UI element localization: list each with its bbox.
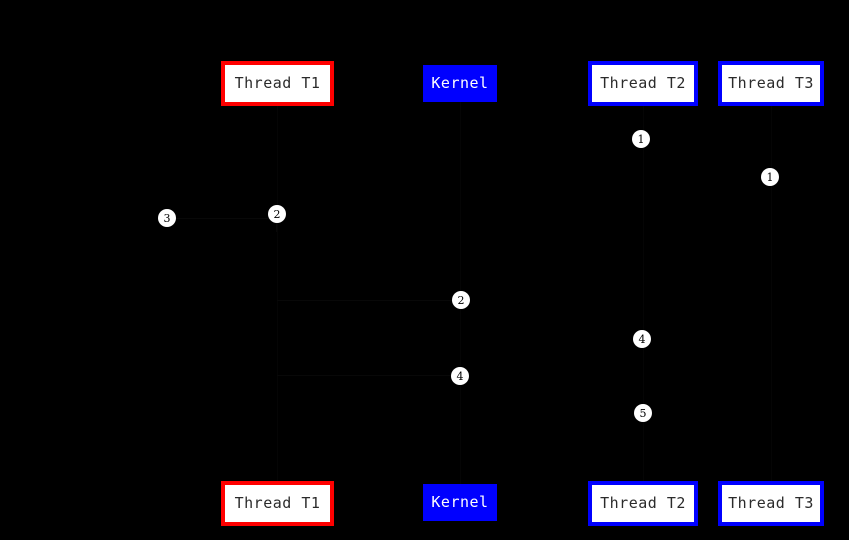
participant-bottom-label-t1b: Thread T1	[234, 494, 321, 512]
lifeline-t1	[277, 106, 278, 481]
step-bubble-s1: 1	[632, 130, 650, 148]
step-bubble-label: 1	[766, 170, 774, 184]
step-bubble-s6: 4	[633, 330, 651, 348]
message-arrow-m5	[277, 300, 460, 301]
step-bubble-s3: 3	[158, 209, 176, 227]
step-bubble-s4: 2	[268, 205, 286, 223]
step-bubble-label: 1	[637, 132, 645, 146]
participant-bottom-t2b[interactable]: Thread T2	[588, 481, 698, 526]
participant-top-label-kernel: Kernel	[431, 74, 489, 92]
step-bubble-label: 2	[457, 293, 465, 307]
step-bubble-label: 4	[638, 332, 646, 346]
step-bubble-label: 2	[273, 207, 281, 221]
participant-top-label-t1: Thread T1	[234, 74, 321, 92]
participant-bottom-label-t3b: Thread T3	[728, 494, 814, 512]
participant-bottom-label-t2b: Thread T2	[600, 494, 686, 512]
message-arrow-m3	[167, 218, 277, 219]
participant-top-t3[interactable]: Thread T3	[718, 61, 824, 106]
step-bubble-s7: 4	[451, 367, 469, 385]
participant-top-t1[interactable]: Thread T1	[221, 61, 334, 106]
participant-top-t2[interactable]: Thread T2	[588, 61, 698, 106]
step-bubble-label: 5	[639, 406, 647, 420]
step-bubble-s2: 1	[761, 168, 779, 186]
lifeline-t3	[771, 106, 772, 481]
step-bubble-label: 3	[163, 211, 171, 225]
participant-top-label-t3: Thread T3	[728, 74, 814, 92]
message-arrow-m7	[277, 375, 460, 376]
participant-bottom-kernelb[interactable]: Kernel	[423, 484, 497, 521]
participant-bottom-t1b[interactable]: Thread T1	[221, 481, 334, 526]
participant-top-label-t2: Thread T2	[600, 74, 686, 92]
lifeline-t2	[643, 106, 644, 481]
participant-bottom-t3b[interactable]: Thread T3	[718, 481, 824, 526]
participant-bottom-label-kernelb: Kernel	[431, 493, 489, 511]
participant-top-kernel[interactable]: Kernel	[423, 65, 497, 102]
step-bubble-label: 4	[456, 369, 464, 383]
step-bubble-s8: 5	[634, 404, 652, 422]
step-bubble-s5: 2	[452, 291, 470, 309]
